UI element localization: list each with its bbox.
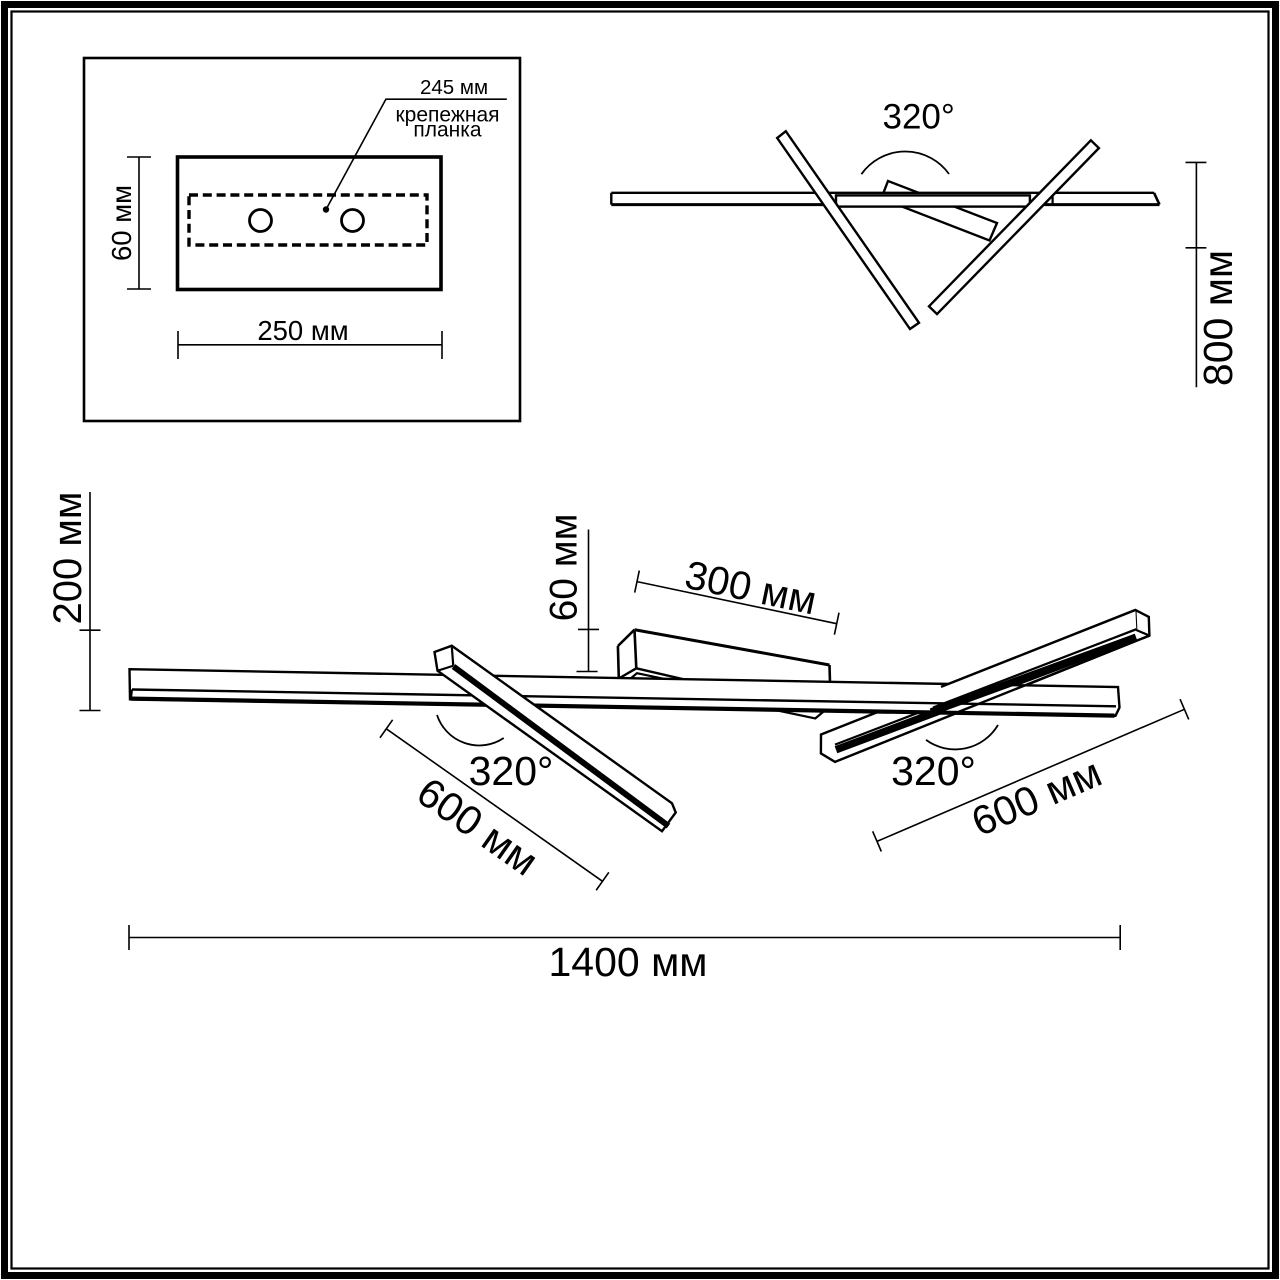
svg-text:250 мм: 250 мм <box>257 315 348 346</box>
svg-text:800 мм: 800 мм <box>1195 250 1241 386</box>
svg-text:крепежная: крепежная <box>395 103 499 126</box>
svg-text:245 мм: 245 мм <box>420 76 488 99</box>
svg-text:60 мм: 60 мм <box>106 185 137 261</box>
svg-text:60 мм: 60 мм <box>543 514 586 622</box>
svg-text:320°: 320° <box>882 97 954 136</box>
svg-text:1400 мм: 1400 мм <box>549 939 708 985</box>
svg-text:320°: 320° <box>891 748 976 794</box>
svg-text:320°: 320° <box>469 748 554 794</box>
svg-text:планка: планка <box>413 119 482 142</box>
svg-text:200 мм: 200 мм <box>46 492 90 625</box>
